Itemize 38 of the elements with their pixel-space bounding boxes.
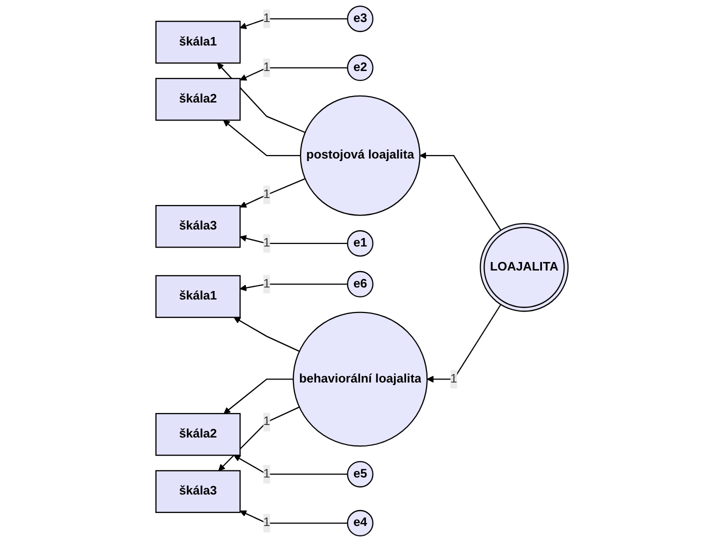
- node-box: škála1: [155, 20, 241, 64]
- edge-label: 1: [450, 372, 458, 386]
- arrow: [240, 67, 348, 81]
- arrow: [420, 152, 502, 231]
- edge-label: 1: [263, 60, 270, 74]
- arrow: [218, 406, 300, 472]
- node-circle: e6: [346, 270, 374, 298]
- node-box: škála3: [155, 470, 241, 513]
- edge-label: 1: [263, 516, 270, 530]
- node-circle: behaviorální loajalita: [292, 312, 428, 447]
- node-circle: e4: [346, 510, 374, 536]
- node-box: škála2: [155, 78, 241, 121]
- arrow: [234, 317, 300, 352]
- arrow: [240, 18, 348, 30]
- node-circle: LOAJALITA: [480, 222, 569, 312]
- arrow: [224, 378, 294, 414]
- edge-label: 1: [263, 188, 270, 202]
- node-box: škála1: [155, 275, 241, 318]
- arrow: [426, 304, 502, 383]
- node-circle: e2: [346, 54, 374, 82]
- arrow: [240, 178, 306, 208]
- edge-label: 1: [263, 236, 270, 250]
- arrow: [234, 454, 348, 475]
- node-circle: postojová loajalita: [300, 95, 420, 216]
- node-box: škála3: [155, 204, 241, 248]
- node-circle: e5: [346, 460, 374, 488]
- node-circle: e3: [346, 6, 374, 32]
- edge-label: 1: [263, 12, 270, 26]
- arrow: [240, 510, 348, 524]
- node-circle: e1: [346, 230, 374, 257]
- edge-label: 1: [263, 415, 270, 428]
- edge-label: 1: [263, 467, 270, 480]
- node-box: škála2: [155, 412, 241, 456]
- arrow: [223, 120, 300, 156]
- arrow: [217, 62, 306, 134]
- edge-label: 1: [263, 277, 270, 290]
- arrow: [240, 235, 348, 244]
- arrow: [240, 284, 348, 292]
